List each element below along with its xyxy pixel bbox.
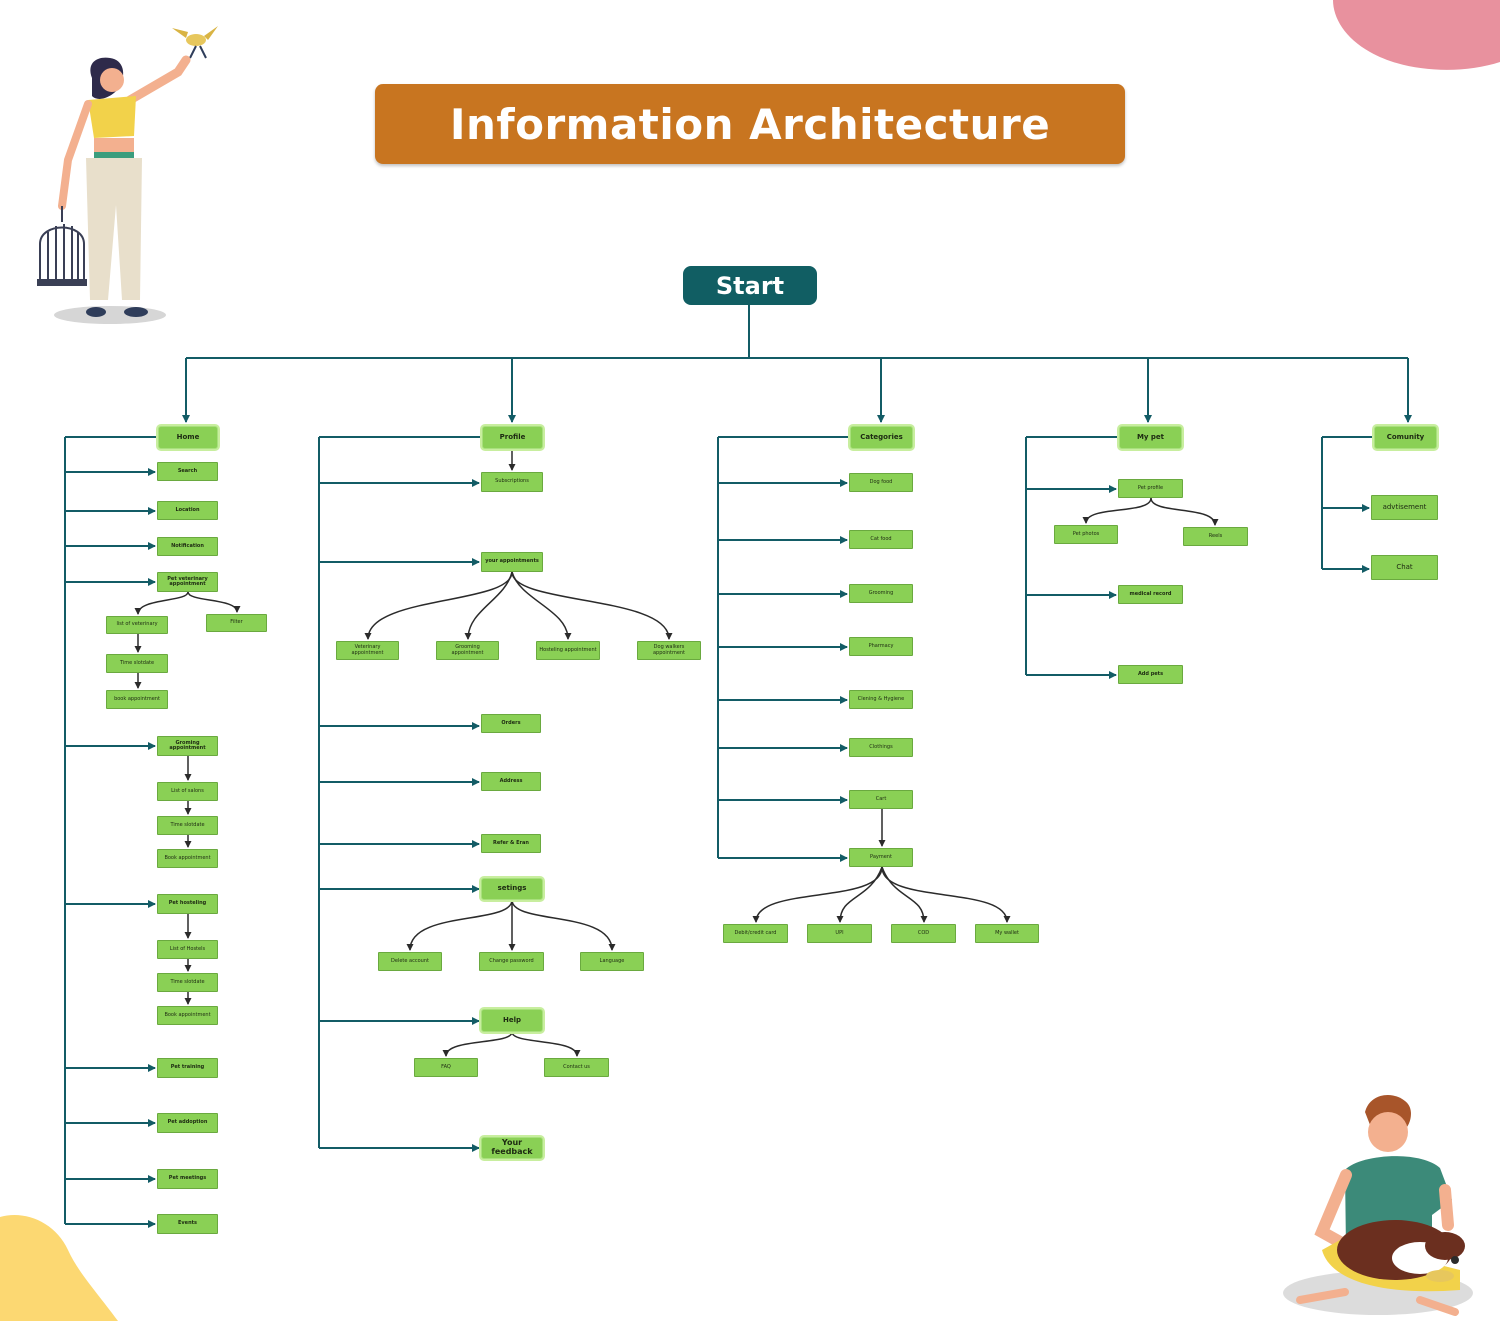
dog-icon [1337,1220,1465,1282]
node-my-wallet: My wallet [975,924,1039,943]
node-dog-walkers-appointment: Dog walkers appointment [637,641,701,660]
node-dog-food: Dog food [849,473,913,492]
node-payment: Payment [849,848,913,867]
node-veterinary-appointment: Veterinary appointment [336,641,399,660]
node-debit-credit: Debit/credit card [723,924,788,943]
node-home: Home [158,426,218,449]
birdcage-icon [37,206,87,286]
node-subscriptions: Subscriptions [481,472,543,492]
node-pet-photos: Pet photos [1054,525,1118,544]
node-chat: Chat [1371,555,1438,580]
node-hosteling-appointment: Hosteling appointment [536,641,600,660]
node-clening-hygiene: Clening & Hygiene [849,690,913,709]
node-cat-food: Cat food [849,530,913,549]
node-language: Language [580,952,644,971]
node-time-slot-groom: Time slotdate [157,816,218,835]
man-with-dog-illustration [1283,1094,1473,1316]
node-add-pets: Add pets [1118,665,1183,684]
node-book-vet: book appointment [106,690,168,709]
node-delete-account: Delete account [378,952,442,971]
node-settings: setings [481,878,543,900]
node-profile: Profile [482,426,543,449]
node-change-password: Change password [479,952,544,971]
sub-connectors [134,449,1219,1057]
node-notification: Notification [157,537,218,556]
node-orders: Orders [481,714,541,733]
woman-with-bird-illustration [37,26,218,324]
node-refer-earn: Refer & Eran [481,834,541,853]
node-search: Search [157,462,218,481]
main-connectors [64,305,1412,1228]
node-pet-hosteling: Pet hosteling [157,894,218,914]
page-title: Information Architecture [375,84,1125,164]
node-your-feedback: Your feedback [481,1137,543,1159]
node-pet-adoption: Pet addoption [157,1113,218,1133]
node-my-pet: My pet [1119,426,1182,449]
node-events: Events [157,1214,218,1234]
node-community: Comunity [1374,426,1437,449]
node-book-groom: Book appointment [157,849,218,868]
node-help: Help [481,1009,543,1032]
node-address: Address [481,772,541,791]
node-your-appointments: your appointments [481,552,543,572]
node-cod: COD [891,924,956,943]
node-contact-us: Contact us [544,1058,609,1077]
node-categories: Categories [850,426,913,449]
node-book-hostel: Book appointment [157,1006,218,1025]
node-clothings: Clothings [849,738,913,757]
node-cart: Cart [849,790,913,809]
node-time-slot-vet: Time slotdate [106,654,168,673]
node-reels: Reels [1183,527,1248,546]
node-grooming: Grooming [849,584,913,603]
node-faq: FAQ [414,1058,478,1077]
node-advertisement: advtisement [1371,495,1438,520]
yellow-blob [0,1215,118,1321]
node-location: Location [157,501,218,520]
node-list-of-veterinary: list of veterinary [106,616,168,634]
node-groming-appointment: Groming appointment [157,736,218,756]
node-pet-profile: Pet profile [1118,479,1183,498]
node-pet-training: Pet training [157,1058,218,1078]
start-node: Start [683,266,817,305]
node-pharmacy: Pharmacy [849,637,913,656]
node-upi: UPI [807,924,872,943]
bird-icon [172,26,218,59]
node-vet-appointment: Pet veterinary appointment [157,572,218,592]
node-grooming-appointment: Grooming appointment [436,641,499,660]
pink-blob [1333,0,1500,70]
node-pet-meetings: Pet meetings [157,1169,218,1189]
node-list-of-hostels: List of Hostels [157,940,218,959]
node-filter: Filter [206,614,267,632]
node-list-of-salons: List of salons [157,782,218,801]
node-time-slot-hostel: Time slotdate [157,973,218,992]
node-medical-record: medical record [1118,585,1183,604]
